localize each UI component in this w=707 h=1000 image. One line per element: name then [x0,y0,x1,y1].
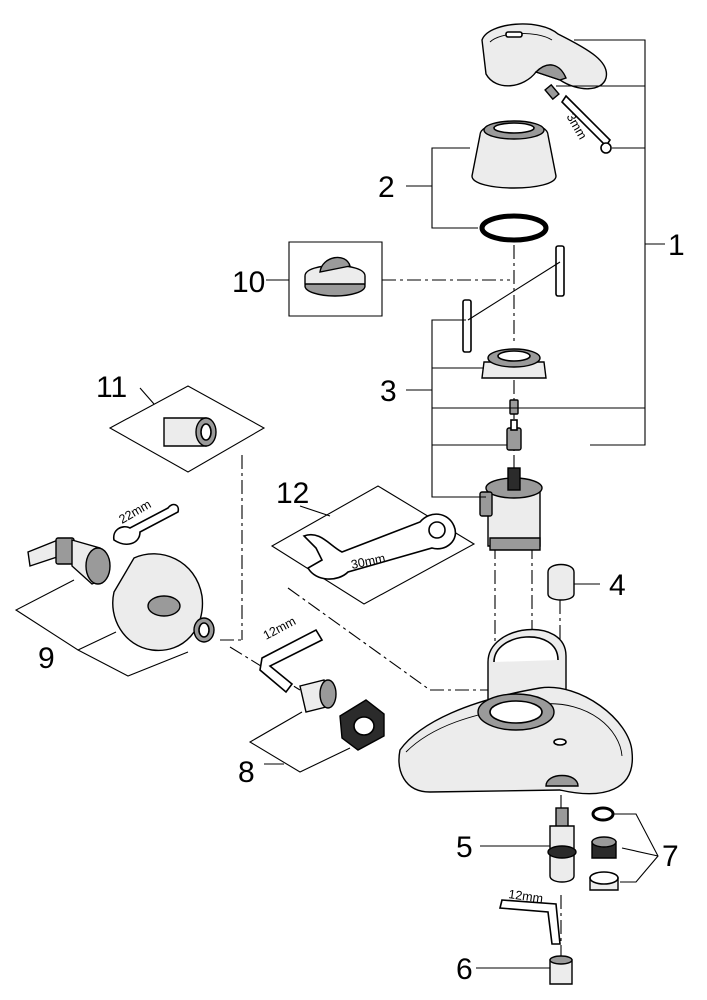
bracket-1 [556,39,665,446]
part-2-cap [471,120,557,189]
part-9-eccentric [27,537,111,585]
callout-9: 9 [38,642,55,675]
wrench-22mm [112,503,180,545]
part-4-plug [547,563,600,601]
part-1-handle [481,23,608,90]
part-7-aerator [589,806,619,891]
part-11-adapter [163,417,217,447]
hex-key-12mm-left-size: 12mm [261,614,298,643]
part-8-connector [299,679,385,751]
bracket-2 [406,147,478,229]
callout-6: 6 [456,953,473,986]
callout-5: 5 [456,831,473,864]
callout-10: 10 [232,266,265,299]
mixer-body [398,628,633,795]
hex-key-3mm [544,83,645,154]
part-5-diverter [480,807,577,883]
callout-2: 2 [378,171,395,204]
part-3-adapter [506,419,522,451]
part-2-o-ring [479,213,549,243]
callout-8: 8 [238,756,255,789]
wrench-30mm [302,513,457,580]
hex-key-12mm-bottom-size: 12mm [508,887,544,906]
part-3-nut-ring [481,348,547,379]
callout-4: 4 [609,569,626,602]
part-6-nipple [476,955,573,985]
part-10-temperature-limiter [304,256,366,297]
bracket-7 [614,813,659,883]
part-10-frame [266,241,383,317]
part-9-rosette [112,553,215,652]
bracket-3 [406,319,645,498]
part-12-frame [270,485,476,605]
callout-11: 11 [96,371,127,404]
callout-7: 7 [662,840,679,873]
part-3-screws [462,245,565,353]
hex-key-12mm-left [259,628,324,694]
callout-1: 1 [668,229,685,262]
hex-key-12mm-bottom [498,899,561,945]
part-3-small-screw [509,399,519,415]
bracket-8 [248,711,351,773]
callout-12: 12 [276,477,309,510]
bracket-9 [14,579,189,677]
part-11-frame [108,385,266,473]
callout-3: 3 [380,375,397,408]
part-3-cartridge [479,467,543,551]
